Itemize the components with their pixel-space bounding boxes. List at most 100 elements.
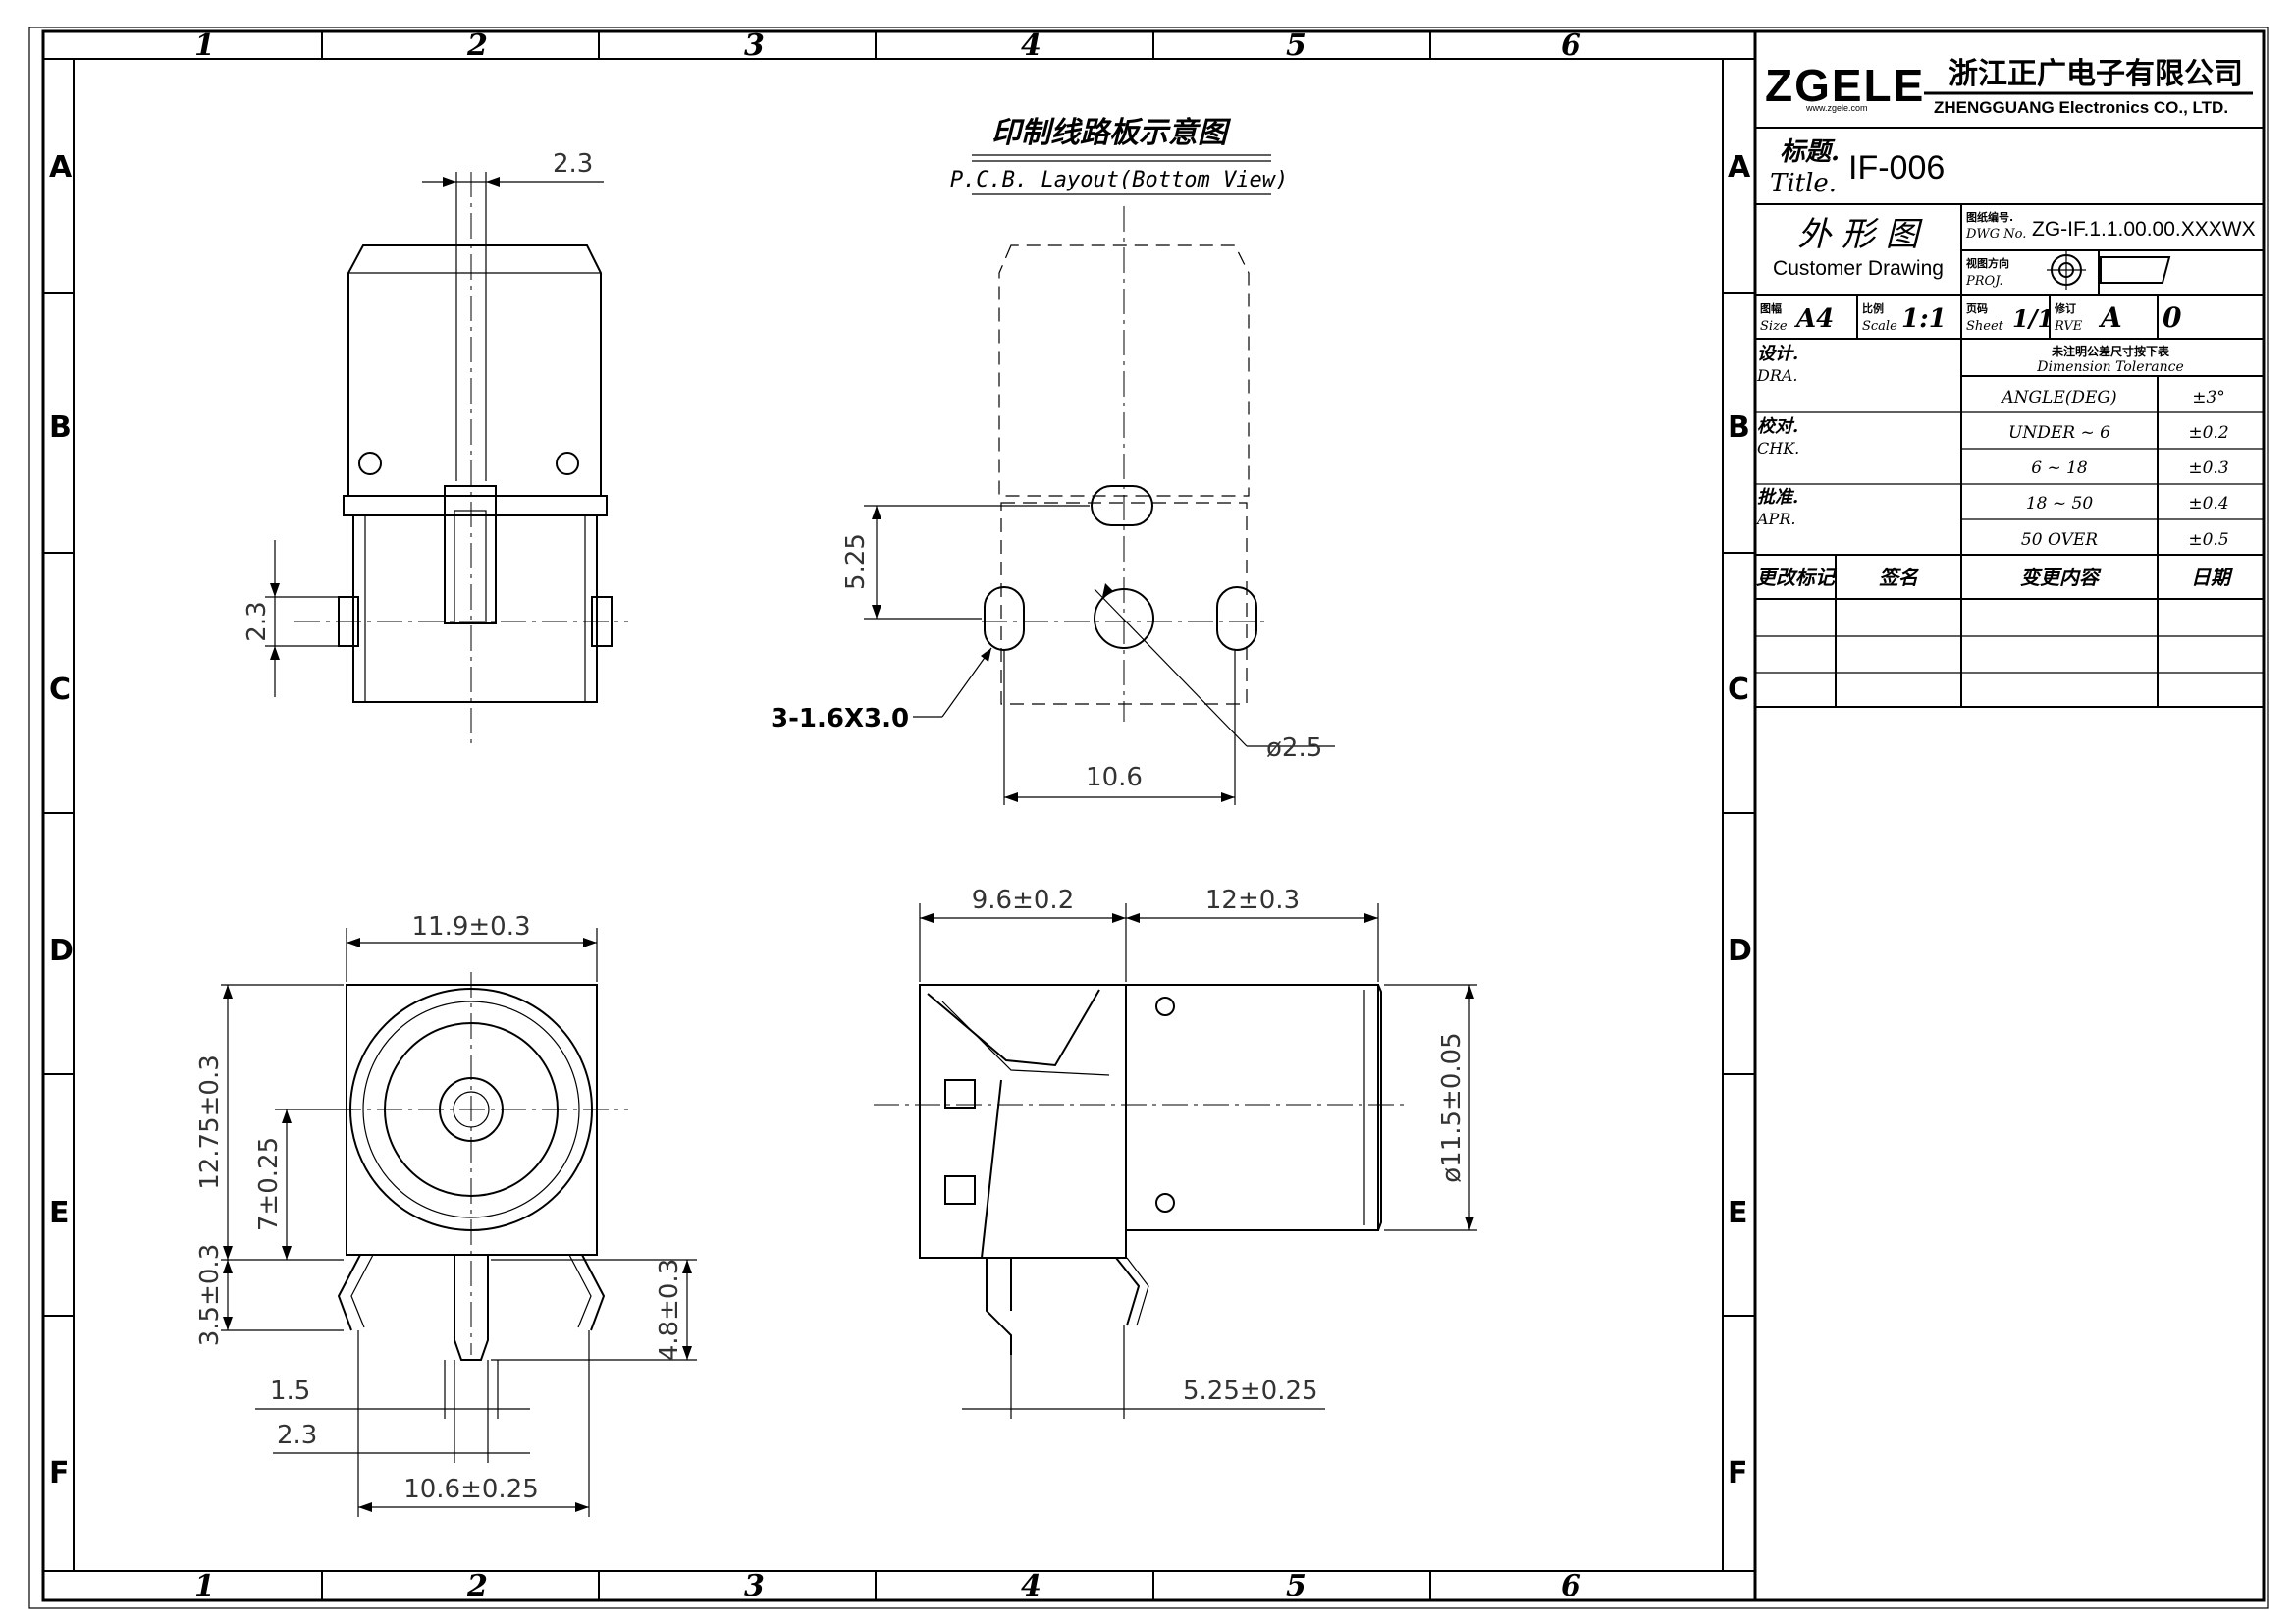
proj-label-en: PROJ.	[1965, 274, 2003, 289]
scale-label-cn: 比例	[1862, 301, 1884, 315]
dra-label-cn: 设计.	[1757, 344, 1798, 364]
side-dim-diameter: ø11.5±0.05	[1437, 1032, 1467, 1182]
grid-row-d-right: D	[1728, 934, 1752, 968]
chk-label-en: CHK.	[1757, 439, 1799, 458]
pcb-dim-pitch-y: 5.25	[841, 533, 871, 590]
front-dim-pitch: 10.6±0.25	[403, 1475, 539, 1504]
grid-row-e: E	[49, 1196, 70, 1230]
dwg-label-en: DWG No.	[1965, 227, 2026, 242]
company-name-cn: 浙江正广电子有限公司	[1949, 57, 2243, 91]
pcb-layout-view: 印制线路板示意图 P.C.B. Layout(Bottom View) 5.25…	[771, 116, 1335, 805]
grid-row-d: D	[49, 934, 74, 968]
tolerance-range-3: 18 ~ 50	[2026, 494, 2093, 514]
side-view: 9.6±0.2 12±0.3 ø11.5±0.05 5.25±0.25	[874, 886, 1477, 1419]
rev-header-date: 日期	[2191, 566, 2233, 589]
tolerance-range-0: ANGLE(DEG)	[2000, 388, 2116, 407]
tolerance-title-cn: 未注明公差尺寸按下表	[2051, 344, 2170, 358]
scale-value: 1:1	[1901, 304, 1947, 334]
apr-label-cn: 批准.	[1757, 487, 1798, 508]
grid-row-e-right: E	[1728, 1196, 1748, 1230]
tolerance-range-4: 50 OVER	[2021, 530, 2098, 550]
pcb-title-cn: 印制线路板示意图	[991, 116, 1232, 150]
title-block: ZGELE www.zgele.com 浙江正广电子有限公司 ZHENGGUAN…	[1755, 57, 2264, 708]
grid-row-a: A	[49, 150, 73, 185]
front-dim-center-h: 7±0.25	[254, 1137, 284, 1231]
sheet-label-en: Sheet	[1966, 319, 2004, 334]
grid-row-c: C	[49, 673, 71, 707]
apr-label-en: APR.	[1755, 510, 1795, 528]
top-dim-width: 2.3	[553, 149, 593, 179]
tolerance-range-2: 6 ~ 18	[2031, 459, 2088, 478]
size-label-cn: 图幅	[1760, 301, 1782, 315]
projection-symbol-icon	[2047, 250, 2171, 290]
title-label-cn: 标题.	[1780, 137, 1840, 167]
grid-col-2: 2	[466, 28, 488, 63]
rev-header-mark: 更改标记	[1756, 566, 1838, 589]
side-dim-pin-offset: 5.25±0.25	[1183, 1377, 1318, 1406]
grid-col-4-bottom: 4	[1021, 1569, 1041, 1603]
dwg-value: ZG-IF.1.1.00.00.XXXWX	[2032, 218, 2256, 241]
dwg-label-cn: 图纸编号.	[1966, 210, 2013, 224]
rev-header-signature: 签名	[1879, 566, 1919, 589]
tolerance-value-4: ±0.5	[2188, 530, 2228, 550]
grid-col-3-bottom: 3	[744, 1569, 765, 1603]
tolerance-value-3: ±0.4	[2188, 494, 2228, 514]
pcb-dim-hole: ø2.5	[1266, 733, 1322, 763]
rev-header-content: 变更内容	[2020, 566, 2102, 589]
pcb-title-en: P.C.B. Layout(Bottom View)	[950, 168, 1288, 192]
grid-col-5: 5	[1286, 28, 1307, 63]
scale-label-en: Scale	[1862, 319, 1897, 334]
front-dim-height: 12.75±0.3	[195, 1055, 225, 1190]
grid-col-3: 3	[744, 28, 765, 63]
title-label-en: Title.	[1770, 169, 1837, 198]
tolerance-value-1: ±0.2	[2188, 423, 2228, 443]
title-value: IF-006	[1848, 149, 1945, 187]
grid-col-6: 6	[1561, 28, 1581, 63]
grid-row-b: B	[49, 410, 72, 445]
sheet-value: 1/1	[2012, 304, 2054, 333]
tolerance-value-0: ±3°	[2192, 388, 2225, 407]
drawing-type-cn: 外 形 图	[1797, 215, 1923, 254]
front-dim-leg: 3.5±0.3	[195, 1244, 225, 1346]
grid-row-c-right: C	[1728, 673, 1749, 707]
grid-col-5-bottom: 5	[1286, 1569, 1307, 1603]
company-website: www.zgele.com	[1805, 103, 1868, 113]
front-dim-width: 11.9±0.3	[411, 912, 530, 942]
grid-col-4: 4	[1021, 28, 1041, 63]
grid-col-2-bottom: 2	[466, 1569, 488, 1603]
top-dim-height: 2.3	[242, 601, 272, 641]
proj-label-cn: 视图方向	[1966, 256, 2009, 270]
tolerance-title-en: Dimension Tolerance	[2036, 359, 2183, 375]
pcb-dim-pitch-x: 10.6	[1086, 763, 1143, 792]
front-dim-pin-w2: 2.3	[277, 1421, 317, 1450]
side-dim-barrel: 12±0.3	[1205, 886, 1300, 915]
rev-value: A	[2098, 301, 2122, 334]
drawing-type-en: Customer Drawing	[1773, 257, 1944, 280]
rev-label-cn: 修订	[2054, 301, 2076, 315]
grid-row-b-right: B	[1728, 410, 1750, 445]
pcb-dim-slot: 3-1.6X3.0	[771, 704, 909, 733]
grid-col-1-bottom: 1	[194, 1569, 215, 1603]
tolerance-value-2: ±0.3	[2188, 459, 2228, 478]
top-view: 2.3 2.3	[242, 149, 628, 746]
tolerance-range-1: UNDER ~ 6	[2008, 423, 2110, 443]
front-view: 11.9±0.3 12.75±0.3 7±0.25 3.5±0.3 4.8±0.…	[195, 912, 697, 1517]
front-dim-pin-w1: 1.5	[270, 1377, 310, 1406]
rev-number: 0	[2163, 301, 2182, 334]
rev-label-en: RVE	[2054, 319, 2083, 334]
size-value: A4	[1793, 304, 1834, 334]
grid-row-a-right: A	[1728, 150, 1751, 185]
dra-label-en: DRA.	[1756, 366, 1798, 385]
grid-row-f: F	[49, 1456, 70, 1490]
chk-label-cn: 校对.	[1757, 416, 1798, 437]
company-name-en: ZHENGGUANG Electronics CO., LTD.	[1934, 98, 2228, 117]
size-label-en: Size	[1760, 319, 1788, 334]
front-dim-pin: 4.8±0.3	[655, 1259, 684, 1361]
grid-col-6-bottom: 6	[1561, 1569, 1581, 1603]
grid-col-1: 1	[194, 28, 215, 63]
company-logo: ZGELE	[1765, 60, 1925, 111]
side-dim-body: 9.6±0.2	[972, 886, 1074, 915]
sheet-label-cn: 页码	[1966, 302, 1988, 315]
drawing-frame: 1 2 3 4 5 6 1 2 3 4 5 6 A B C D E F A B …	[28, 27, 2269, 1609]
